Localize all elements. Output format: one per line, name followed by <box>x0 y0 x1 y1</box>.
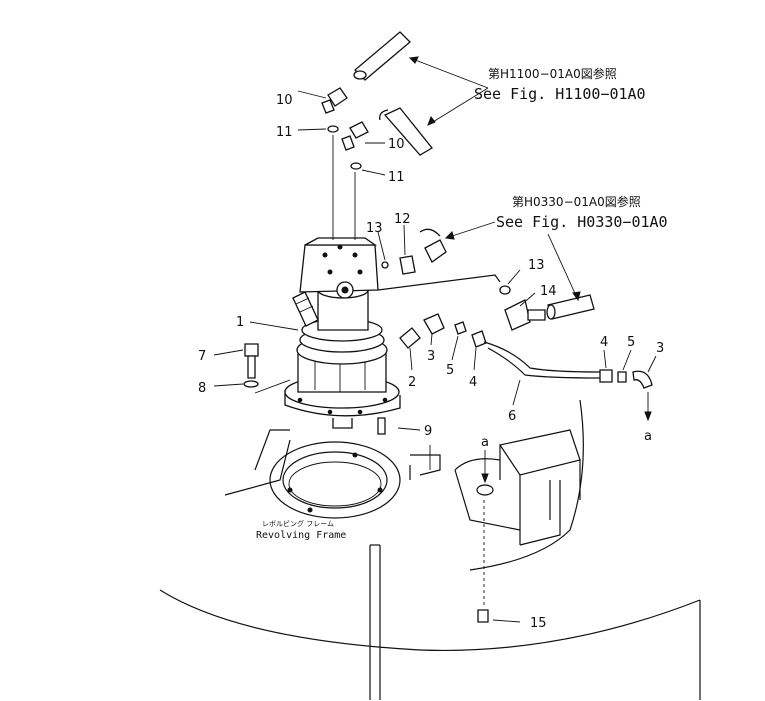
bolts-washers <box>243 343 386 435</box>
callout-12: 12 <box>394 212 411 227</box>
callout-11b: 11 <box>388 170 405 185</box>
connector-a-hose: a <box>644 429 652 444</box>
callout-8: 8 <box>198 381 206 396</box>
drain-fittings <box>377 228 595 331</box>
swing-motor-assembly <box>284 237 401 429</box>
callout-11: 11 <box>276 125 293 140</box>
callout-3: 3 <box>427 349 435 364</box>
callout-6: 6 <box>508 409 516 424</box>
upper-hoses <box>321 31 433 240</box>
hose-fittings <box>399 313 653 623</box>
callout-4b: 4 <box>600 335 608 350</box>
leader-lines <box>213 56 657 623</box>
ref-h1100-en: See Fig. H1100−01A0 <box>474 85 646 103</box>
callout-2: 2 <box>408 375 416 390</box>
callout-10b: 10 <box>388 137 405 152</box>
callout-5: 5 <box>446 363 454 378</box>
connector-a-frame: a <box>481 435 489 450</box>
callout-14: 14 <box>540 284 557 299</box>
callout-9: 9 <box>424 424 432 439</box>
callout-10: 10 <box>276 93 293 108</box>
ref-h0330-jp: 第H0330−01A0図参照 <box>512 194 641 209</box>
callout-5b: 5 <box>627 335 635 350</box>
ref-h0330-en: See Fig. H0330−01A0 <box>496 213 668 231</box>
frame-label-jp: レボルビング フレーム <box>262 519 334 528</box>
callout-7: 7 <box>198 349 206 364</box>
callout-4: 4 <box>469 375 477 390</box>
callout-15: 15 <box>530 616 547 631</box>
callout-3b: 3 <box>656 341 664 356</box>
frame-label-en: Revolving Frame <box>256 530 346 541</box>
callout-13: 13 <box>366 221 383 236</box>
revolving-frame <box>159 399 701 700</box>
ref-h1100-jp: 第H1100−01A0図参照 <box>488 66 617 81</box>
callout-13b: 13 <box>528 258 545 273</box>
callout-1: 1 <box>236 315 244 330</box>
